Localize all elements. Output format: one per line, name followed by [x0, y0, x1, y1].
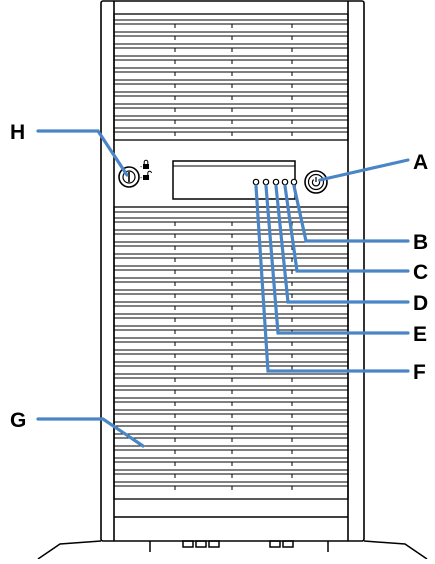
callout-label-c: C — [413, 261, 429, 284]
vent-slat — [113, 337, 349, 343]
vent-slat — [113, 67, 349, 73]
callout-leaders — [36, 129, 410, 448]
vent-slat — [113, 481, 349, 487]
vent-slat — [113, 127, 349, 133]
callout-label-g: G — [10, 409, 27, 432]
unlock-icon — [143, 170, 152, 180]
vent-slat — [113, 433, 349, 439]
vent-slat — [113, 301, 349, 307]
upper-vent-panel — [113, 13, 349, 141]
front-bezel-vents — [113, 206, 349, 500]
status-led-5 — [290, 178, 298, 186]
status-led-4 — [281, 178, 289, 186]
vent-slat — [113, 229, 349, 235]
callout-label-d: D — [413, 292, 429, 315]
leader-B — [292, 184, 410, 243]
chassis-base — [37, 540, 428, 560]
vent-slat — [113, 373, 349, 379]
callout-label-b: B — [413, 231, 429, 254]
vent-slat — [113, 43, 349, 49]
status-led-1 — [252, 178, 260, 186]
leader-H — [36, 129, 129, 177]
vent-slat — [113, 103, 349, 109]
leader-A — [318, 158, 410, 182]
vent-slat — [113, 115, 349, 121]
vent-slat — [113, 361, 349, 367]
leader-F — [254, 184, 410, 373]
vent-slat — [113, 349, 349, 355]
lock-icon — [143, 159, 149, 169]
vent-slat — [113, 253, 349, 259]
callout-label-a: A — [413, 151, 429, 174]
svg-text:-: - — [140, 164, 143, 171]
callout-label-h: H — [10, 121, 26, 144]
vent-slat — [113, 445, 349, 451]
status-leds — [252, 178, 298, 186]
vent-slat — [113, 265, 349, 271]
vent-slat — [113, 409, 349, 415]
callout-label-e: E — [413, 323, 428, 346]
leader-E — [264, 184, 410, 335]
vent-slat — [113, 421, 349, 427]
status-led-2 — [262, 178, 270, 186]
vent-slat — [113, 19, 349, 25]
leader-C — [283, 184, 410, 273]
vent-slat — [113, 55, 349, 61]
vent-slat — [113, 385, 349, 391]
vent-slat — [113, 289, 349, 295]
vent-slat — [113, 325, 349, 331]
vent-slat — [113, 469, 349, 475]
power-button[interactable] — [304, 170, 328, 194]
vent-slat — [113, 397, 349, 403]
callout-label-f: F — [413, 361, 426, 384]
vent-slat — [113, 313, 349, 319]
vent-slat — [113, 241, 349, 247]
leader-D — [274, 184, 410, 304]
status-led-3 — [272, 178, 280, 186]
vent-slat — [113, 91, 349, 97]
vent-slat — [113, 457, 349, 463]
vent-slat — [113, 31, 349, 37]
leader-G — [36, 417, 145, 448]
vent-slat — [113, 277, 349, 283]
vent-slat — [113, 79, 349, 85]
svg-text:-: - — [140, 175, 143, 182]
vent-slat — [113, 217, 349, 223]
